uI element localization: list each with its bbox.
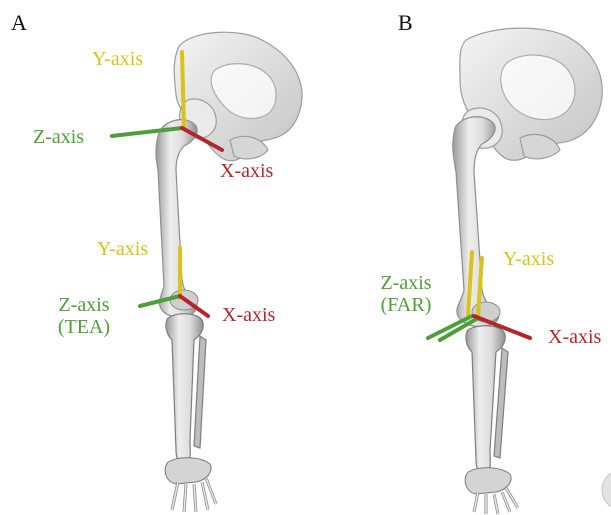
knee-x-axis-label-a: X-axis [222,304,275,326]
hip-y-axis-a [182,52,184,128]
corner-disc [602,470,611,510]
panel-a-skeleton [156,32,302,512]
knee-z-axis-sub-a: (TEA) [44,316,124,338]
hip-z-axis-label-a: Z-axis [33,126,84,148]
panel-b-letter: B [398,10,413,36]
knee-z-axis-label-b: Z-axis (FAR) [368,272,444,316]
knee-x-axis-label-b: X-axis [548,326,601,348]
hip-x-axis-label-a: X-axis [220,160,273,182]
panel-b-skeleton [453,28,602,514]
knee-y-axis-label-b: Y-axis [503,248,554,270]
foot-a [165,458,216,512]
knee-z-axis-name-a: Z-axis [44,294,124,316]
tibia-b [466,326,508,475]
pelvis-a [174,32,302,161]
foot-b [465,468,518,514]
femur-b [453,117,499,327]
hip-y-axis-label-a: Y-axis [92,48,143,70]
knee-z-axis-label-a: Z-axis (TEA) [44,294,124,338]
knee-y-axis-label-a: Y-axis [97,238,148,260]
knee-z-axis-sub-b: (FAR) [368,294,444,316]
tibia-a [166,314,206,465]
panel-a-letter: A [11,10,27,36]
knee-z-axis-name-b: Z-axis [368,272,444,294]
femur-a [156,120,197,317]
